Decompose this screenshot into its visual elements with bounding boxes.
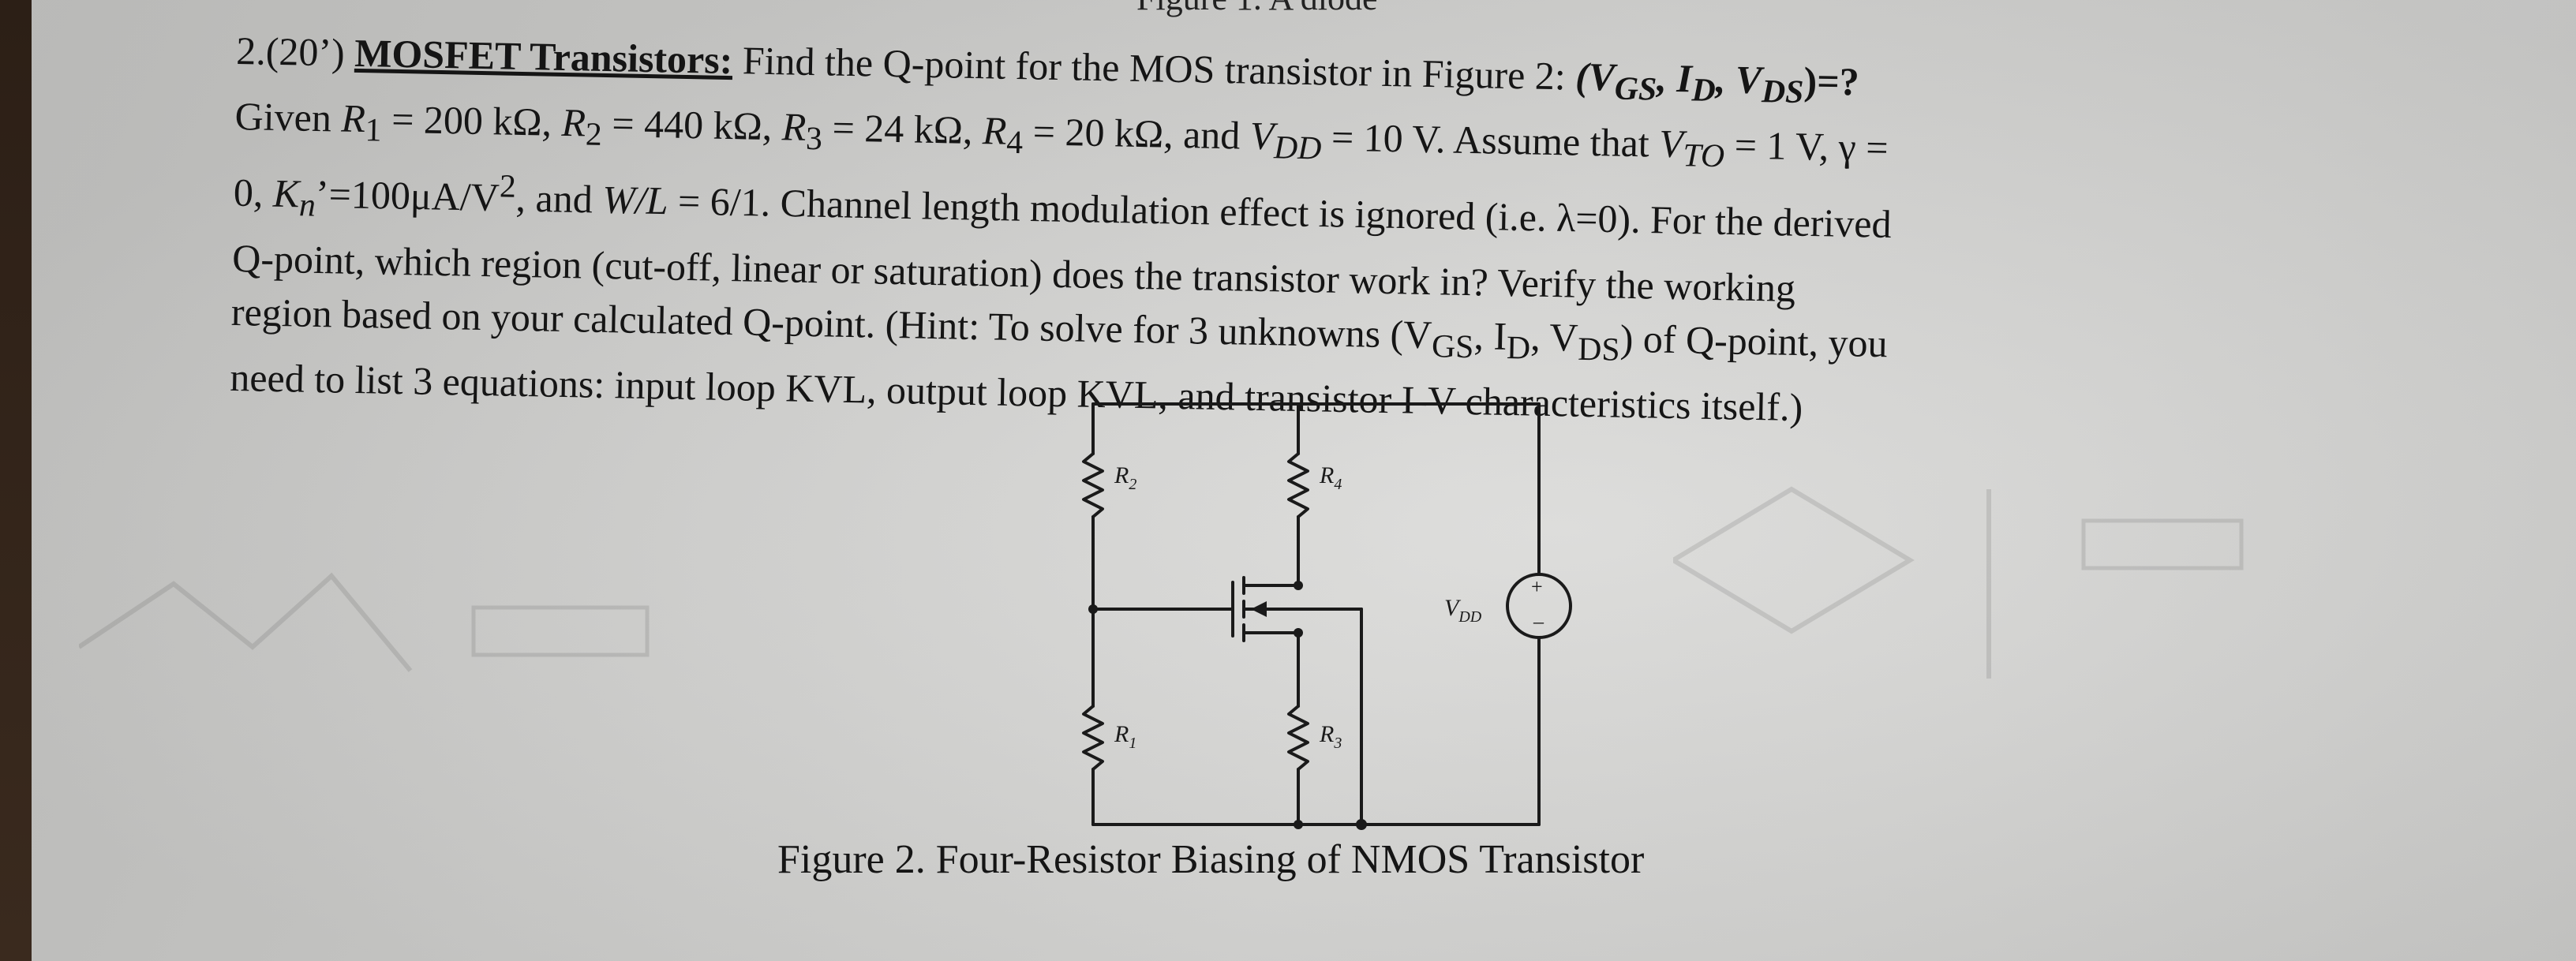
junction-gate bbox=[1088, 604, 1098, 614]
resistor-r2 bbox=[1082, 452, 1104, 518]
label-vdd-plus: + bbox=[1531, 575, 1543, 598]
circuit-diagram: R2 R4 R1 R3 VDD + – bbox=[1082, 402, 1572, 830]
junction-drain bbox=[1294, 581, 1303, 590]
mosfet-arrow bbox=[1251, 601, 1267, 617]
problem-text: 2.(20’) MOSFET Transistors: Find the Q-p… bbox=[230, 24, 2305, 443]
problem-heading: MOSFET Transistors: bbox=[354, 30, 733, 83]
previous-figure-caption: Figure 1. A diode bbox=[1136, 0, 1378, 18]
label-vdd-minus: – bbox=[1533, 610, 1544, 633]
label-r4: R4 bbox=[1319, 462, 1342, 493]
label-r1: R1 bbox=[1114, 721, 1136, 752]
label-vdd: VDD bbox=[1444, 595, 1482, 626]
problem-line-1-text: Find the Q-point for the MOS transistor … bbox=[732, 38, 1576, 99]
figure-caption: Figure 2. Four-Resistor Biasing of NMOS … bbox=[777, 837, 1645, 882]
junction-r3-bottom bbox=[1294, 820, 1303, 829]
resistor-r4 bbox=[1287, 452, 1309, 518]
bleed-through-right bbox=[1673, 486, 2244, 679]
resistor-r1 bbox=[1082, 705, 1104, 771]
label-r2: R2 bbox=[1114, 462, 1136, 493]
unknowns: (VGS, ID, VDS)=? bbox=[1574, 54, 1860, 111]
junction-source bbox=[1294, 628, 1303, 638]
junction-body-bottom bbox=[1356, 819, 1367, 830]
label-r3: R3 bbox=[1319, 721, 1342, 752]
bleed-through-left bbox=[79, 572, 650, 672]
resistor-r3 bbox=[1287, 705, 1309, 771]
problem-number: 2.(20’) bbox=[235, 28, 346, 75]
